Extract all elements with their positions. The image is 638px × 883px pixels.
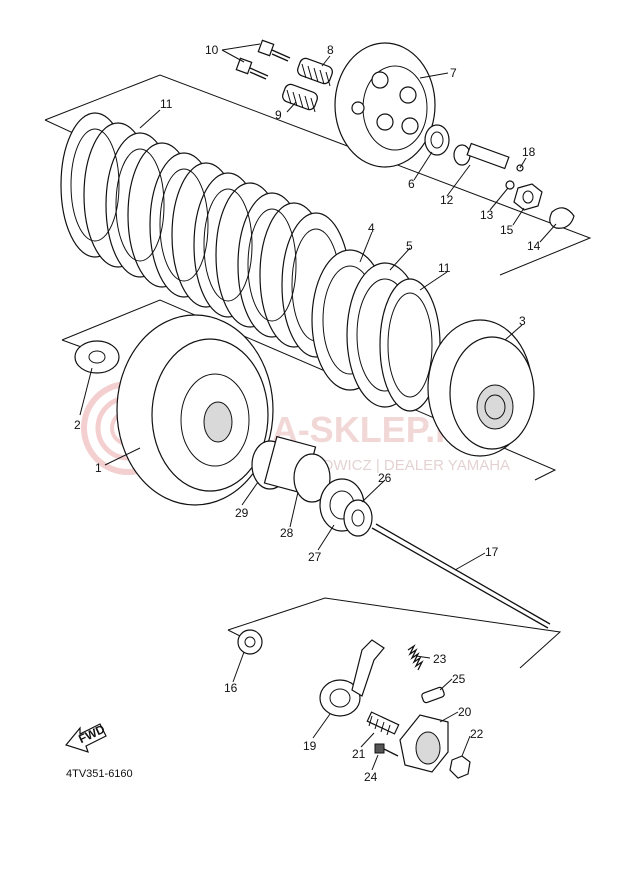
clutch-plate-stack [60, 112, 351, 358]
label-14: 14 [527, 239, 541, 253]
label-15: 15 [500, 223, 514, 237]
label-4: 4 [368, 221, 375, 235]
label-12: 12 [440, 193, 454, 207]
return-spring [407, 644, 424, 671]
label-22: 22 [470, 727, 484, 741]
label-11-mid: 11 [438, 261, 451, 275]
diagram-code: 4TV351-6160 [66, 768, 133, 780]
push-rod-long [371, 523, 551, 629]
label-5: 5 [406, 239, 413, 253]
label-9: 9 [275, 108, 282, 122]
label-17: 17 [485, 545, 499, 559]
label-23: 23 [433, 652, 447, 666]
clutch-boss [427, 319, 535, 457]
spacer-bearing [251, 435, 373, 537]
label-10: 10 [205, 43, 219, 57]
clutch-housing [116, 314, 274, 506]
label-25: 25 [452, 672, 466, 686]
pin [421, 686, 445, 704]
label-6: 6 [408, 177, 415, 191]
label-24: 24 [364, 770, 378, 784]
adjust-screw [366, 711, 400, 736]
label-1: 1 [95, 461, 102, 475]
label-7: 7 [450, 66, 457, 80]
label-26: 26 [378, 471, 392, 485]
label-20: 20 [458, 705, 472, 719]
label-21: 21 [352, 747, 366, 761]
part-labels: 10 8 7 9 11 18 6 12 13 15 14 4 5 11 3 2 … [74, 43, 541, 784]
label-2: 2 [74, 418, 81, 432]
thrust-plate [74, 340, 120, 374]
small-bolt [374, 743, 399, 757]
label-3: 3 [519, 314, 526, 328]
fwd-arrow: FWD [64, 722, 107, 753]
push-lever-shaft [319, 639, 385, 717]
leader-lines [79, 43, 557, 771]
label-13: 13 [480, 208, 494, 222]
label-8: 8 [327, 43, 334, 57]
clutch-plates-front [311, 249, 441, 412]
label-16: 16 [224, 681, 238, 695]
label-19: 19 [303, 739, 317, 753]
label-27: 27 [308, 550, 322, 564]
locknut [449, 755, 471, 779]
label-29: 29 [235, 506, 249, 520]
push-rod-parts [424, 124, 575, 229]
bolts [235, 39, 291, 80]
label-11-top: 11 [160, 97, 173, 111]
lever-cover [399, 714, 449, 773]
label-18: 18 [522, 145, 536, 159]
watermark-sub-text: RNOWICZ | DEALER YAMAHA [300, 457, 510, 474]
label-28: 28 [280, 526, 294, 540]
springs [282, 57, 333, 113]
pressure-plate [334, 42, 436, 168]
oil-seal [237, 629, 263, 655]
